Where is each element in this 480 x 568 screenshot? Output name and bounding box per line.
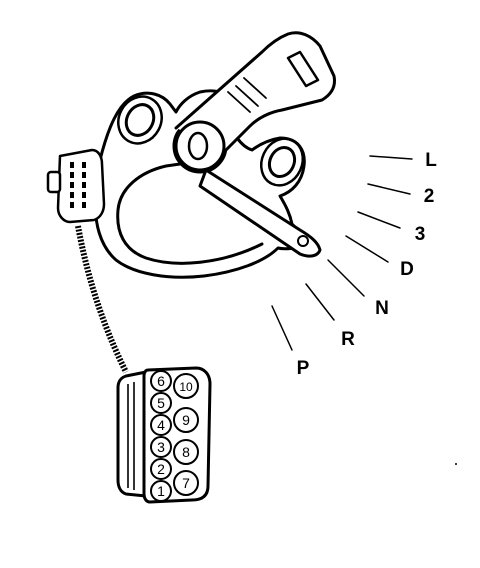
pin-label-6: 6 bbox=[157, 373, 165, 389]
switch-connector-pins bbox=[70, 162, 86, 208]
enlarged-connector-pins bbox=[150, 370, 199, 502]
pin-circle-7 bbox=[173, 470, 199, 496]
shift-label-N: N bbox=[375, 298, 389, 319]
pin-circle-1 bbox=[150, 480, 172, 502]
pin-label-4: 4 bbox=[157, 417, 165, 433]
shift-line-L bbox=[369, 155, 413, 160]
scan-speck bbox=[455, 463, 457, 465]
right-mounting-hole bbox=[267, 145, 297, 179]
lever-pointer-arm bbox=[198, 168, 322, 258]
shift-label-L: L bbox=[425, 150, 437, 171]
pin-label-8: 8 bbox=[182, 444, 190, 460]
shift-label-D: D bbox=[400, 259, 414, 280]
enlarged-connector-side-ribs bbox=[127, 382, 135, 490]
lever-pointer-hole bbox=[297, 235, 309, 247]
pivot-overlay-slot bbox=[187, 131, 209, 161]
shift-line-3 bbox=[357, 211, 401, 229]
pivot-overlay bbox=[174, 120, 226, 172]
switch-connector-plug bbox=[46, 148, 106, 224]
switch-inner-arc bbox=[116, 162, 264, 265]
enlarged-connector-side bbox=[116, 370, 148, 498]
enlarged-connector-pin-labels: 6 5 4 3 2 1 10 9 8 7 bbox=[157, 373, 193, 499]
pin-circle-10 bbox=[173, 373, 199, 399]
pin-label-3: 3 bbox=[157, 439, 165, 455]
pin-circle-8 bbox=[173, 439, 199, 465]
pin-circle-2 bbox=[150, 458, 172, 480]
shift-label-2: 2 bbox=[424, 186, 435, 207]
pin-circle-9 bbox=[173, 407, 199, 433]
pin-label-9: 9 bbox=[182, 412, 190, 428]
pin-circle-4 bbox=[150, 414, 172, 436]
pin-label-5: 5 bbox=[157, 395, 165, 411]
lever-tab-slot bbox=[286, 50, 320, 88]
pin-circle-3 bbox=[150, 436, 172, 458]
shift-position-lines bbox=[271, 155, 413, 351]
shift-label-3: 3 bbox=[415, 224, 426, 245]
left-mounting-hole-boss bbox=[117, 95, 163, 145]
right-mounting-hole-boss bbox=[259, 137, 305, 187]
shift-line-2 bbox=[367, 183, 411, 195]
shift-label-R: R bbox=[341, 329, 355, 350]
switch-housing-outline bbox=[94, 89, 314, 279]
shift-line-P bbox=[271, 305, 293, 351]
pin-label-1: 1 bbox=[157, 483, 165, 499]
pin-circle-6 bbox=[150, 370, 172, 392]
left-mounting-hole bbox=[124, 103, 156, 137]
shift-line-N bbox=[327, 259, 365, 297]
pin-label-10: 10 bbox=[179, 380, 193, 394]
pin-circle-5 bbox=[150, 392, 172, 414]
lever-upper-arm bbox=[174, 31, 336, 152]
pin-label-2: 2 bbox=[157, 461, 165, 477]
connector-callout-leader bbox=[75, 225, 129, 374]
switch-connector-latch bbox=[46, 170, 62, 194]
switch-connector-body bbox=[56, 148, 106, 224]
lever-arm-ribs bbox=[227, 77, 267, 113]
shift-line-R bbox=[305, 283, 335, 321]
shift-line-D bbox=[345, 235, 389, 263]
selector-lever bbox=[174, 31, 336, 258]
pin-label-7: 7 bbox=[182, 475, 190, 491]
shift-label-P: P bbox=[297, 358, 310, 379]
shift-position-labels: L 2 3 D N R P bbox=[297, 150, 438, 379]
